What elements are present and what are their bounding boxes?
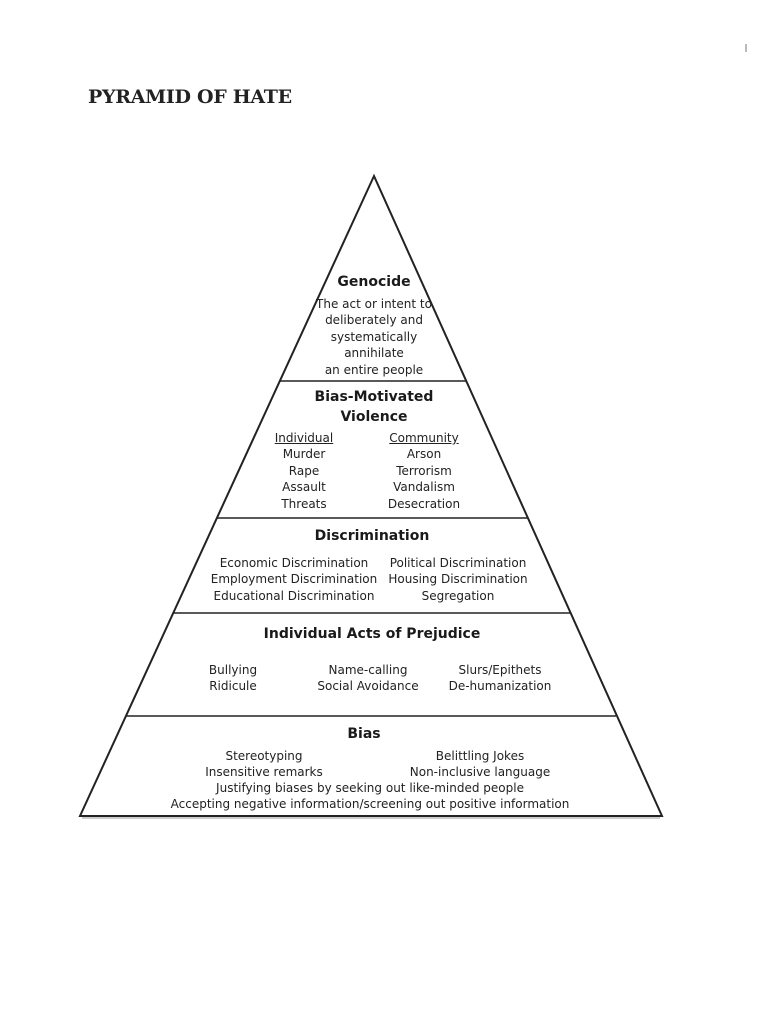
bias-right-column: Belittling Jokes Non-inclusive language <box>400 748 560 781</box>
violence-community-header: Community <box>389 431 459 445</box>
violence-individual-item: Murder <box>282 447 326 462</box>
bias-item: Justifying biases by seeking out like-mi… <box>216 781 524 795</box>
violence-individual-item: Rape <box>288 463 320 478</box>
violence-individual-item: Threats <box>281 496 327 511</box>
prejudice-item: Name-calling <box>328 663 408 677</box>
bias-item: Belittling Jokes <box>435 749 525 763</box>
violence-individual-header: Individual <box>274 431 334 445</box>
prejudice-column-2: Name-calling Social Avoidance <box>308 662 428 695</box>
page-title: PYRAMID OF HATE <box>88 86 292 108</box>
violence-title-line2: Violence <box>340 409 408 425</box>
violence-individual-column: Individual Murder Rape Assault Threats <box>262 430 346 512</box>
violence-community-item: Terrorism <box>396 463 452 478</box>
prejudice-item: Slurs/Epithets <box>458 663 542 677</box>
bias-item: Insensitive remarks <box>205 765 323 780</box>
genocide-line: systematically <box>330 329 418 344</box>
scan-speck <box>745 44 747 52</box>
genocide-description: The act or intent to deliberately and sy… <box>304 296 444 378</box>
prejudice-column-1: Bullying Ridicule <box>188 662 278 695</box>
violence-community-item: Desecration <box>387 496 461 511</box>
violence-community-item: Vandalism <box>393 480 455 495</box>
discrimination-item: Segregation <box>421 588 495 603</box>
discrimination-title: Discrimination <box>314 528 430 544</box>
genocide-line: The act or intent to <box>316 297 432 311</box>
violence-title-line1: Bias-Motivated <box>314 389 434 405</box>
genocide-line: annihilate <box>344 346 404 361</box>
violence-community-column: Community Arson Terrorism Vandalism Dese… <box>374 430 474 512</box>
prejudice-item: Social Avoidance <box>317 679 419 694</box>
violence-individual-item: Assault <box>282 480 326 495</box>
bias-title: Bias <box>347 726 381 742</box>
discrimination-right-column: Political Discrimination Housing Discrim… <box>382 555 534 604</box>
bias-item: Non-inclusive language <box>409 765 551 780</box>
violence-community-item: Arson <box>406 447 442 462</box>
prejudice-column-3: Slurs/Epithets De-humanization <box>440 662 560 695</box>
discrimination-item: Housing Discrimination <box>388 572 528 587</box>
prejudice-title: Individual Acts of Prejudice <box>263 626 481 642</box>
bias-item: Stereotyping <box>225 749 303 763</box>
discrimination-item: Educational Discrimination <box>213 588 375 603</box>
discrimination-item: Employment Discrimination <box>210 572 378 587</box>
genocide-line: deliberately and <box>325 313 423 328</box>
discrimination-item: Economic Discrimination <box>219 556 369 570</box>
violence-title: Bias-Motivated Violence <box>274 387 474 427</box>
bias-item: Accepting negative information/screening… <box>170 797 570 812</box>
prejudice-item: Bullying <box>208 663 258 677</box>
prejudice-item: Ridicule <box>209 679 257 694</box>
prejudice-item: De-humanization <box>448 679 552 694</box>
discrimination-left-column: Economic Discrimination Employment Discr… <box>206 555 382 604</box>
bias-bottom-lines: Justifying biases by seeking out like-mi… <box>150 780 590 813</box>
pyramid-outline <box>78 173 664 817</box>
bias-left-column: Stereotyping Insensitive remarks <box>196 748 332 781</box>
genocide-title: Genocide <box>337 274 411 290</box>
discrimination-item: Political Discrimination <box>389 556 527 570</box>
genocide-line: an entire people <box>324 362 424 377</box>
